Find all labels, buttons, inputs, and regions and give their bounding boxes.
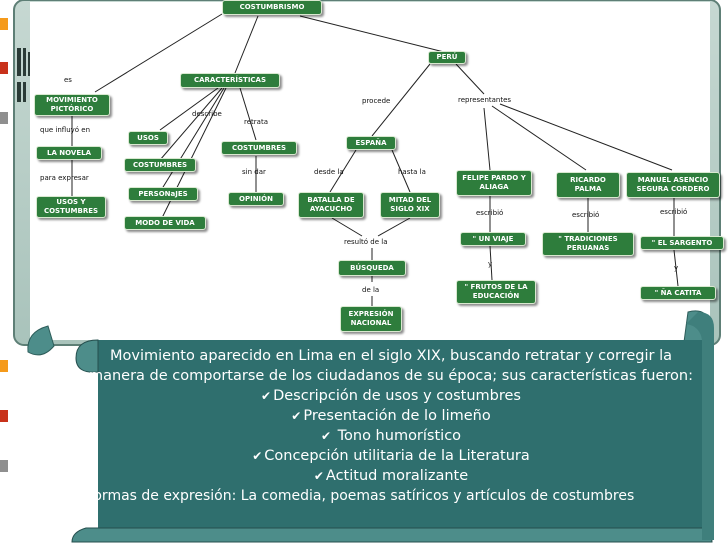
node-la-novela: LA NOVELA — [36, 146, 102, 160]
node-el-sargento: " EL SARGENTO — [640, 236, 724, 250]
list-item-text: Concepción utilitaria de la Literatura — [264, 448, 530, 464]
side-mark — [0, 18, 8, 30]
node-peru: PERÚ — [428, 51, 466, 64]
node-modo-de-vida: MODO DE VIDA — [124, 216, 206, 230]
text-scroll — [71, 312, 714, 543]
label-escribio-manuel: escribió — [660, 208, 688, 216]
label-es: es — [64, 76, 72, 84]
check-icon: ✔ — [261, 389, 272, 403]
node-ricardo-palma: RICARDO PALMA — [556, 172, 620, 198]
list-item: ✔Descripción de usos y costumbres — [86, 386, 696, 406]
node-tradiciones-peruanas: " TRADICIONES PERUANAS — [542, 232, 634, 256]
node-movimiento-pictorico: MOVIMIENTO PICTÓRICO — [34, 94, 110, 116]
node-na-catita: " ÑA CATITA — [640, 286, 716, 300]
list-item-text: Presentación de lo limeño — [303, 408, 491, 424]
list-item-text: Formas de expresión: La comedia, poemas … — [85, 488, 635, 504]
side-mark — [0, 410, 8, 422]
label-para-expresar: para expresar — [40, 174, 89, 182]
label-representantes: representantes — [458, 96, 512, 104]
node-frutos-de-la-educacion: " FRUTOS DE LA EDUCACIÓN — [456, 280, 536, 304]
check-icon: ✔ — [252, 449, 263, 463]
node-caracteristicas: CARACTERÍSTICAS — [180, 73, 280, 88]
node-usos-y-costumbres: USOS Y COSTUMBRES — [36, 196, 106, 218]
check-icon: ✔ — [320, 429, 332, 443]
list-item-text: Tono humorístico — [333, 428, 462, 444]
label-retrata: retrata — [244, 118, 268, 126]
label-y-felipe: y — [488, 260, 493, 268]
connectors — [71, 13, 679, 306]
list-item: ✔Concepción utilitaria de la Literatura — [86, 446, 696, 466]
list-item: ✔ Tono humorístico — [86, 426, 696, 446]
node-costumbrismo: COSTUMBRISMO — [222, 0, 322, 15]
label-que-influyo-en: que influyó en — [40, 126, 91, 134]
label-hasta-la: hasta la — [398, 168, 426, 176]
node-usos: USOS — [128, 131, 168, 145]
list-item: ✔Presentación de lo limeño — [86, 406, 696, 426]
scroll-intro: Movimiento aparecido en Lima en el siglo… — [88, 348, 694, 384]
check-icon: ✔ — [73, 489, 84, 503]
binding-marks — [17, 48, 30, 102]
check-icon: ✔ — [291, 409, 302, 423]
label-desde-la: desde la — [314, 168, 344, 176]
list-item-text: Actitud moralizante — [325, 468, 469, 484]
label-de-la: de la — [362, 286, 380, 294]
label-resulto-de-la: resultó de la — [344, 238, 388, 246]
node-espana: ESPAÑA — [346, 136, 396, 150]
list-item-text: Descripción de usos y costumbres — [273, 388, 521, 404]
label-sin-dar: sin dar — [242, 168, 266, 176]
label-y-manuel: y — [674, 264, 679, 272]
node-mitad-del-siglo-xix: MITAD DEL SIGLO XIX — [380, 192, 440, 218]
node-costumbres: COSTUMBRES — [124, 158, 196, 172]
node-busqueda: BÚSQUEDA — [338, 260, 406, 276]
paper-curl — [27, 325, 55, 356]
label-procede: procede — [362, 97, 391, 105]
node-manuel-asencio: MANUEL ASENCIO SEGURA CORDERO — [626, 172, 720, 198]
list-item: ✔Formas de expresión: La comedia, poemas… — [2, 486, 706, 506]
node-un-viaje: " UN VIAJE — [460, 232, 526, 246]
label-describe: describe — [192, 110, 222, 118]
label-escribio-felipe: escribió — [476, 209, 504, 217]
side-mark — [0, 112, 8, 124]
node-expresion-nacional: EXPRESIÓN NACIONAL — [340, 306, 402, 332]
side-mark — [0, 360, 8, 372]
node-opinion: OPINIÓN — [228, 192, 284, 206]
list-item: ✔Actitud moralizante — [86, 466, 696, 486]
scroll-text: Movimiento aparecido en Lima en el siglo… — [74, 346, 696, 506]
node-personajes: PERSONaJES — [128, 187, 198, 201]
node-batalla-de-ayacucho: BATALLA DE AYACUCHO — [298, 192, 364, 218]
side-mark — [0, 62, 8, 74]
node-costumbres-retrata: COSTUMBRES — [221, 141, 297, 155]
check-icon: ✔ — [313, 469, 324, 483]
characteristics-list: ✔Descripción de usos y costumbres ✔Prese… — [74, 386, 696, 506]
side-mark — [0, 460, 8, 472]
label-escribio-ricardo: escribió — [572, 211, 600, 219]
node-felipe-pardo: FELIPE PARDO Y ALIAGA — [456, 170, 532, 196]
